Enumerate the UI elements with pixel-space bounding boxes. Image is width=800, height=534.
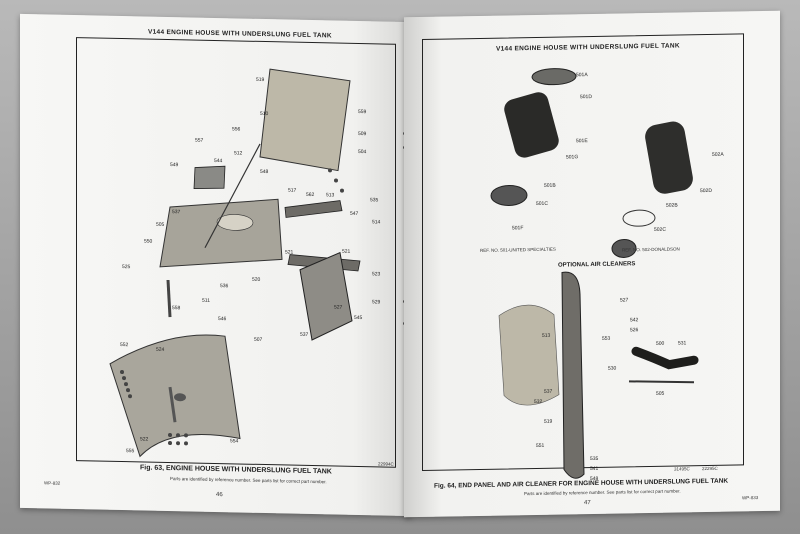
callout: 545: [354, 314, 363, 322]
callout: 501F: [512, 225, 524, 232]
callout: 501C: [536, 200, 548, 207]
callout: 524: [156, 346, 165, 353]
callout: 502A: [712, 151, 724, 158]
callout: 549: [170, 162, 179, 169]
callout: 550: [144, 238, 153, 245]
callout: 553: [602, 335, 611, 342]
callout: 537: [172, 209, 181, 216]
callout: 562: [306, 191, 315, 199]
callout: 521: [285, 249, 294, 256]
callout: 536: [220, 283, 229, 290]
left-page-number: 46: [216, 492, 223, 499]
left-figure-code: 22994C: [378, 461, 394, 467]
right-footer-code: WP-833: [742, 495, 759, 501]
right-page: V144 ENGINE HOUSE WITH UNDERSLUNG FUEL T…: [404, 10, 780, 518]
callout: 557: [195, 137, 204, 144]
callout: 529: [372, 299, 381, 306]
callout: 527: [334, 304, 343, 311]
air-cleaner-diagram: [490, 68, 699, 479]
callout: 502D: [700, 187, 712, 195]
callout: 556: [232, 126, 241, 133]
callout: 551: [536, 442, 545, 449]
callout: 501A: [576, 72, 588, 79]
callout: 519: [256, 76, 265, 84]
callout: 537: [544, 388, 553, 395]
callout: 501B: [544, 182, 556, 189]
callout: 541: [590, 465, 599, 473]
callout: 525: [122, 264, 131, 271]
callout: 548: [260, 168, 269, 176]
callout: 507: [254, 336, 263, 343]
callout: 502C: [654, 226, 666, 233]
callout: 514: [372, 219, 381, 226]
left-footer-code: WP-832: [44, 480, 61, 486]
callout: 535: [370, 197, 379, 204]
callout: 513: [326, 192, 335, 199]
callout: 511: [202, 297, 210, 304]
callout: 510: [260, 110, 269, 118]
callout: 521: [342, 248, 351, 255]
callout: 512: [234, 150, 243, 157]
callout: 523: [372, 271, 381, 278]
callout: 520: [252, 276, 261, 283]
callout: 531: [678, 340, 687, 347]
callout: 542: [630, 317, 639, 324]
callout: 501D: [580, 94, 592, 101]
callout: 522: [140, 436, 149, 443]
callout: 535: [590, 455, 599, 463]
callout: 547: [350, 210, 359, 217]
callout: 546: [218, 316, 227, 323]
callout: 505: [156, 221, 165, 228]
right-page-number: 47: [584, 500, 591, 507]
callout: 558: [172, 305, 181, 312]
right-figure-code-2: 22295C: [702, 465, 718, 472]
callout: 509: [358, 130, 367, 138]
callout: 530: [608, 365, 617, 372]
callout: 532: [534, 398, 543, 406]
right-figure-code-1: 31495C: [674, 466, 690, 472]
callout: 555: [126, 448, 135, 455]
callout: 504: [358, 148, 367, 156]
callout: 527: [620, 297, 629, 304]
callout: 502B: [666, 202, 678, 209]
callout: 537: [300, 331, 309, 338]
ref-donaldson: REF. NO. 502-DONALDSON: [622, 246, 680, 253]
callout: 505: [656, 390, 665, 397]
callout: 501E: [576, 138, 588, 145]
left-page: V144 ENGINE HOUSE WITH UNDERSLUNG FUEL T…: [20, 13, 412, 517]
callout: 517: [288, 187, 297, 194]
callout: 554: [230, 438, 239, 445]
callout: 552: [120, 341, 129, 349]
callout: 519: [544, 418, 553, 425]
callout: 544: [214, 157, 223, 165]
callout: 526: [630, 327, 639, 334]
callout: 500: [656, 340, 665, 347]
callout: 513: [542, 332, 551, 339]
callout: 559: [358, 108, 367, 116]
callout: 501G: [566, 154, 579, 161]
engine-house-exploded-diagram: [109, 68, 361, 458]
